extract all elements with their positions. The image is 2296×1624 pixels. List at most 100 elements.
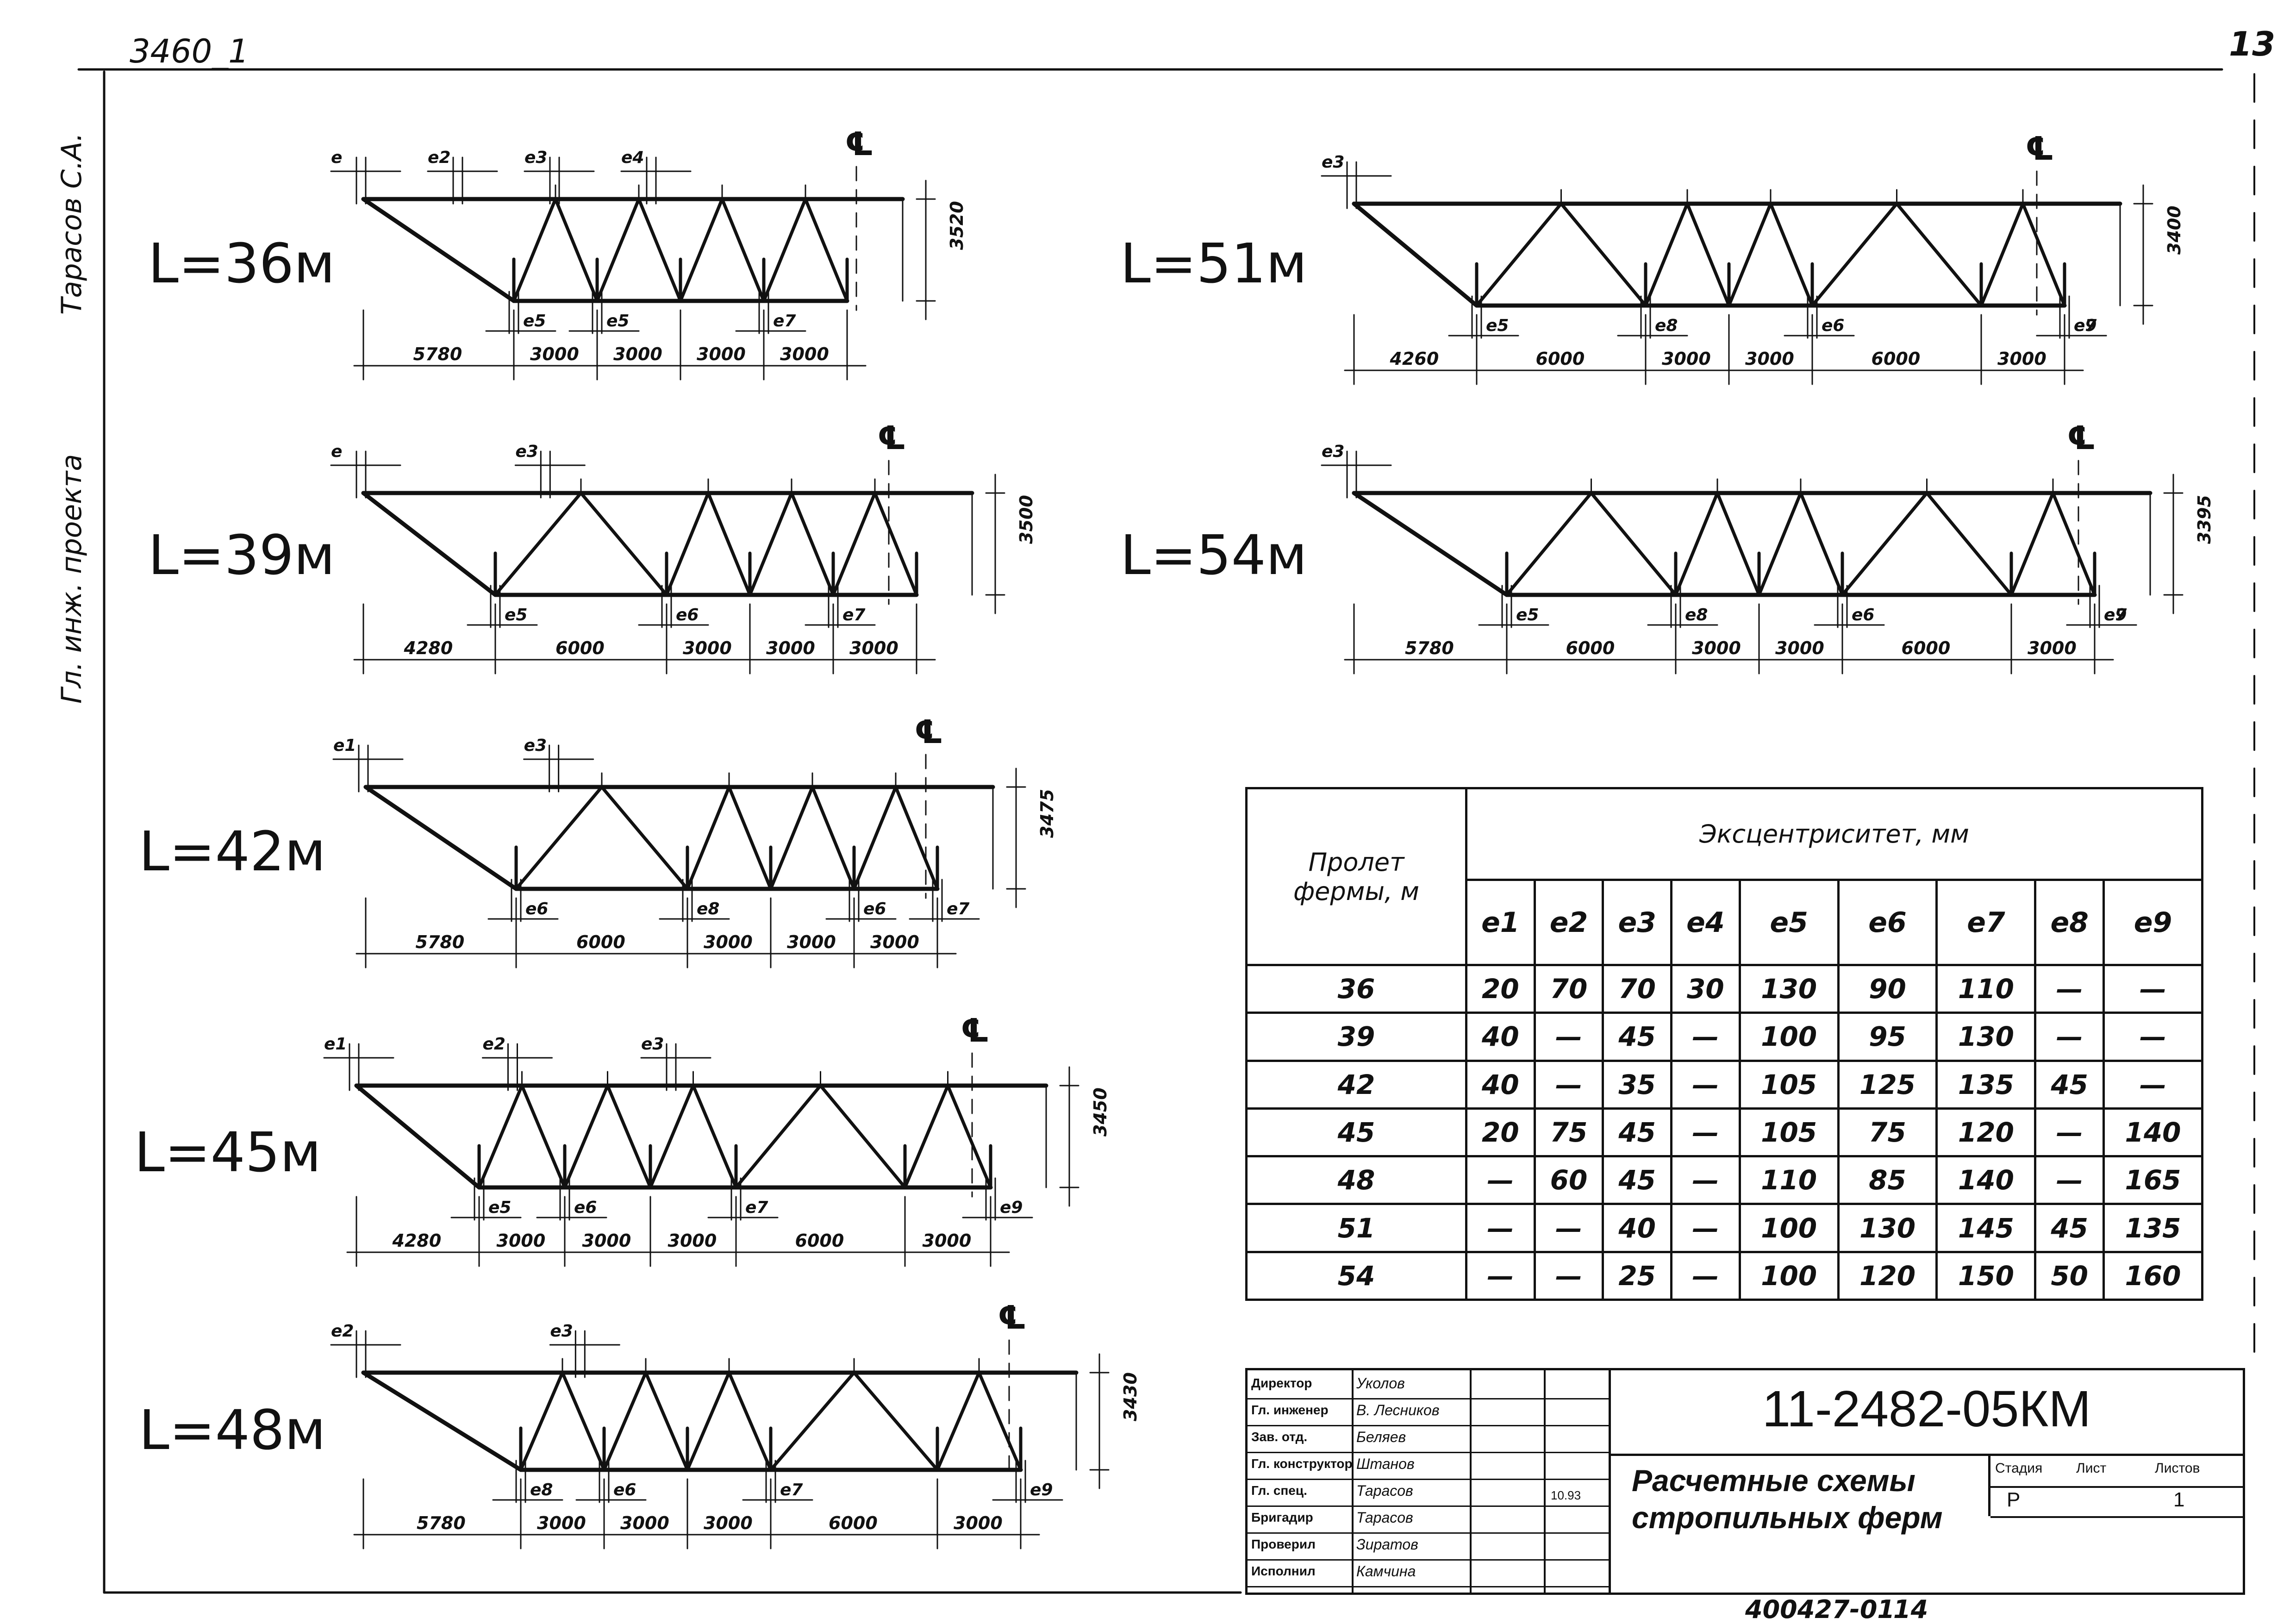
span-dim-text: 5780 <box>416 932 465 952</box>
value-cell-e1: 20 <box>1465 1107 1536 1158</box>
end-diagonal <box>1352 201 1479 308</box>
web-diagonal <box>561 1371 606 1472</box>
height-dim-text: 3475 <box>1037 789 1057 838</box>
ecc-label-bottom: e6 <box>574 1198 597 1217</box>
web-diagonal <box>686 785 731 891</box>
web-diagonal <box>2009 491 2055 597</box>
tb-name: Уколов <box>1356 1375 1405 1392</box>
tb-role: Бригадир <box>1251 1510 1313 1524</box>
span-dim-text: 4280 <box>392 1230 442 1251</box>
sheet-header: Лист <box>2076 1461 2107 1476</box>
web-diagonal <box>1475 202 1563 307</box>
web-diagonal <box>1979 202 2025 307</box>
height-dim-text: 3500 <box>1016 495 1036 544</box>
web-diagonal <box>1895 202 1983 307</box>
web-diagonal <box>852 785 898 891</box>
value-cell-e4: — <box>1670 1059 1741 1110</box>
value-cell-e3: 25 <box>1602 1250 1673 1301</box>
span-dim-text: 3000 <box>537 1513 586 1533</box>
tb-name: Штанов <box>1356 1455 1415 1472</box>
value-cell-e5: 130 <box>1738 963 1840 1014</box>
value-cell-e7: 135 <box>1935 1059 2037 1110</box>
span-dim-text: 6000 <box>1566 638 1615 658</box>
ecc-label-bottom: e6 <box>525 899 548 918</box>
side-stamp-name: Тарасов С.А. <box>56 133 88 315</box>
stage-header: Стадия <box>1995 1461 2043 1476</box>
span-dim-text: 3000 <box>530 344 579 364</box>
span-cell: 51 <box>1245 1203 1467 1253</box>
span-cell: 48 <box>1245 1155 1467 1206</box>
web-diagonal <box>606 1084 652 1189</box>
span-label-54: L=54м <box>1120 523 1307 587</box>
ecc-label-bottom: e7 <box>773 312 796 331</box>
ecc-label-top: e2 <box>483 1035 505 1054</box>
web-diagonal <box>554 197 599 303</box>
value-cell-e6: 85 <box>1837 1155 1938 1206</box>
tb-row-line <box>1248 1398 1609 1399</box>
span-dim-text: 6000 <box>1902 638 1951 658</box>
span-label-36: L=36м <box>148 231 335 295</box>
span-dim-text: 5780 <box>1405 638 1454 658</box>
span-dim-text: 6000 <box>1536 349 1585 369</box>
height-dim-text: 3450 <box>1090 1087 1111 1137</box>
web-diagonal <box>1644 202 1689 307</box>
column-header-e1: e1 <box>1465 879 1536 966</box>
value-cell-e4: — <box>1670 1203 1741 1253</box>
value-cell-e6: 120 <box>1837 1250 1938 1301</box>
ecc-label-top: e3 <box>524 148 547 167</box>
tb-name: Тарасов <box>1356 1482 1413 1499</box>
web-diagonal <box>1769 202 1814 307</box>
table-header-row-1: Пролет фермы, м Эксцентриситет, мм <box>1245 787 2203 966</box>
ecc-label-bottom: e7 <box>780 1480 803 1499</box>
tb-name: Тарасов <box>1356 1509 1413 1526</box>
value-cell-e5: 105 <box>1738 1107 1840 1158</box>
tb-col-line <box>1470 1370 1472 1593</box>
span-dim-text: 3000 <box>1692 638 1741 658</box>
web-diagonal <box>734 1084 822 1189</box>
value-cell-e5: 100 <box>1738 1250 1840 1301</box>
tb-role: Гл. спец. <box>1251 1483 1307 1498</box>
span-header-line2: фермы, м <box>1293 876 1420 906</box>
value-cell-e6: 90 <box>1837 963 1938 1014</box>
span-dim-text: 6000 <box>829 1513 878 1533</box>
value-cell-e5: 105 <box>1738 1059 1840 1110</box>
ecc-label-top: e3 <box>1322 442 1344 461</box>
value-cell-e8: — <box>2034 1107 2105 1158</box>
web-diagonal <box>1727 202 1772 307</box>
ecc-label-bottom: e8 <box>530 1480 553 1499</box>
ecc-label-bottom: e7 <box>2104 606 2127 625</box>
tb-divider-horizontal <box>1609 1454 2243 1456</box>
ecc-label-top: e3 <box>550 1322 573 1341</box>
tb-role: Исполнил <box>1251 1564 1316 1578</box>
value-cell-e7: 110 <box>1935 963 2037 1014</box>
inventory-number: 400427-01 <box>1745 1595 1895 1624</box>
web-diagonal <box>769 1371 856 1472</box>
column-header-e2: e2 <box>1533 879 1604 966</box>
ecc-label-bottom: e9 <box>2104 606 2127 625</box>
value-cell-e3: 40 <box>1602 1203 1673 1253</box>
web-diagonal <box>936 1371 981 1472</box>
value-cell-e6: 95 <box>1837 1012 1938 1062</box>
value-cell-e3: 45 <box>1602 1107 1673 1158</box>
tb-row-line <box>1248 1425 1609 1426</box>
date-cell: 10.93 <box>1551 1488 1581 1502</box>
span-cell: 42 <box>1245 1059 1467 1110</box>
ecc-label-top: e2 <box>428 148 450 167</box>
stage-value: Р <box>2007 1488 2021 1511</box>
web-diagonal <box>644 1371 689 1472</box>
web-diagonal <box>727 1371 773 1472</box>
value-cell-e6: 125 <box>1837 1059 1938 1110</box>
span-dim-text: 3000 <box>1775 638 1824 658</box>
title-line-2: стропильных ферм <box>1632 1500 1943 1535</box>
web-diagonal <box>1841 491 1928 597</box>
tb-name: Камчина <box>1356 1563 1416 1580</box>
value-cell-e2: — <box>1533 1012 1604 1062</box>
web-diagonal <box>903 1084 949 1189</box>
tb-name: Зиратов <box>1356 1536 1418 1553</box>
value-cell-e4: — <box>1670 1107 1741 1158</box>
span-label-51: L=51м <box>1120 231 1307 295</box>
